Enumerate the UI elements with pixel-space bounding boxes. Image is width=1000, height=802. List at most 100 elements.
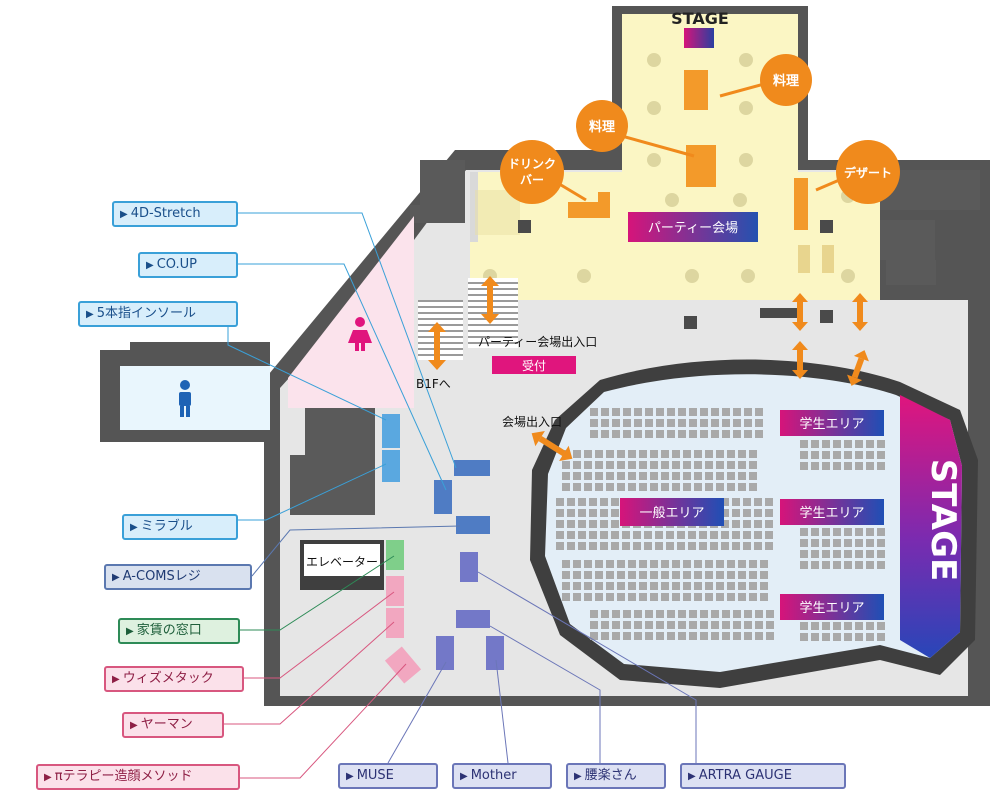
seat	[601, 430, 609, 438]
seat	[617, 582, 625, 590]
seat	[749, 593, 757, 601]
seat	[584, 571, 592, 579]
seat	[573, 450, 581, 458]
seat	[694, 483, 702, 491]
seat	[650, 450, 658, 458]
seat	[766, 621, 774, 629]
seat	[844, 561, 852, 569]
seat	[694, 461, 702, 469]
booth-label-wiz[interactable]: ▶ウィズメタック	[104, 666, 244, 692]
seat	[617, 483, 625, 491]
seat	[556, 498, 564, 506]
seat	[611, 531, 619, 539]
seat	[656, 408, 664, 416]
interior-walls	[290, 160, 980, 515]
seat	[562, 483, 570, 491]
seat	[800, 539, 808, 547]
seat	[644, 531, 652, 539]
seat	[601, 408, 609, 416]
booth-label-yoraku[interactable]: ▶腰楽さん	[566, 763, 666, 789]
seat	[590, 408, 598, 416]
seat	[711, 408, 719, 416]
seat	[689, 621, 697, 629]
booth-label-co-up[interactable]: ▶CO.UP	[138, 252, 238, 278]
booth-label-mirable[interactable]: ▶ミラブル	[122, 514, 238, 540]
seat	[556, 520, 564, 528]
seat	[721, 520, 729, 528]
seat	[655, 542, 663, 550]
seat	[650, 560, 658, 568]
seat	[822, 622, 830, 630]
double-arrow-icon	[792, 341, 808, 379]
seat	[556, 509, 564, 517]
seat	[650, 571, 658, 579]
seat	[855, 440, 863, 448]
seat	[639, 450, 647, 458]
seat	[645, 632, 653, 640]
seat	[844, 451, 852, 459]
seat	[733, 621, 741, 629]
seat	[855, 451, 863, 459]
booth-label-muse[interactable]: ▶MUSE	[338, 763, 438, 789]
top-stage-label: STAGE	[671, 9, 729, 28]
student-area-badge-2	[780, 499, 884, 525]
booth-label-artra[interactable]: ▶ARTRA GAUGE	[680, 763, 846, 789]
booth-label-a-coms[interactable]: ▶A-COMSレジ	[104, 564, 252, 590]
seat	[623, 610, 631, 618]
seat	[811, 440, 819, 448]
entrance-arrows	[428, 276, 869, 462]
seat	[589, 542, 597, 550]
booth-label-rent[interactable]: ▶家賃の窓口	[118, 618, 240, 644]
seat	[877, 451, 885, 459]
seat	[800, 451, 808, 459]
seat	[601, 632, 609, 640]
seat	[811, 462, 819, 470]
seat	[822, 451, 830, 459]
seat	[833, 633, 841, 641]
seat	[760, 593, 768, 601]
seat	[749, 571, 757, 579]
seat	[667, 632, 675, 640]
seat	[683, 560, 691, 568]
booth-label-mother[interactable]: ▶Mother	[452, 763, 552, 789]
seat	[634, 408, 642, 416]
student-area-label-1: 学生エリア	[799, 416, 864, 432]
seat	[705, 571, 713, 579]
student-area-label-3: 学生エリア	[799, 600, 864, 616]
seat	[722, 430, 730, 438]
seat	[628, 483, 636, 491]
double-arrow-icon	[847, 350, 869, 386]
seat	[573, 560, 581, 568]
seat	[727, 582, 735, 590]
seat	[833, 561, 841, 569]
main-stage-label: STAGE	[923, 459, 963, 582]
seat	[584, 582, 592, 590]
seat	[743, 509, 751, 517]
seat	[656, 430, 664, 438]
seat	[689, 430, 697, 438]
triangle-pointer-icon: ▶	[130, 522, 138, 533]
booth-label-insole[interactable]: ▶5本指インソール	[78, 301, 238, 327]
booth-label-yaman[interactable]: ▶ヤーマン	[122, 712, 224, 738]
seat	[711, 430, 719, 438]
food-callout-1	[760, 54, 812, 106]
seat	[722, 632, 730, 640]
seat	[844, 462, 852, 470]
booth-label-4d-stretch[interactable]: ▶4D-Stretch	[112, 201, 238, 227]
seat	[689, 419, 697, 427]
seat	[877, 550, 885, 558]
seat	[661, 450, 669, 458]
seat	[877, 622, 885, 630]
seat	[877, 561, 885, 569]
seat	[866, 451, 874, 459]
food-label-1: 料理	[773, 73, 799, 89]
seat	[727, 571, 735, 579]
seat	[578, 520, 586, 528]
seat	[744, 419, 752, 427]
seat	[578, 498, 586, 506]
booth-label-pi-therapy[interactable]: ▶πテラピー造顔メソッド	[36, 764, 240, 790]
seat	[866, 539, 874, 547]
seat	[833, 451, 841, 459]
booth-name: πテラピー造顔メソッド	[54, 769, 193, 784]
booth-name: ミラブル	[140, 519, 193, 534]
